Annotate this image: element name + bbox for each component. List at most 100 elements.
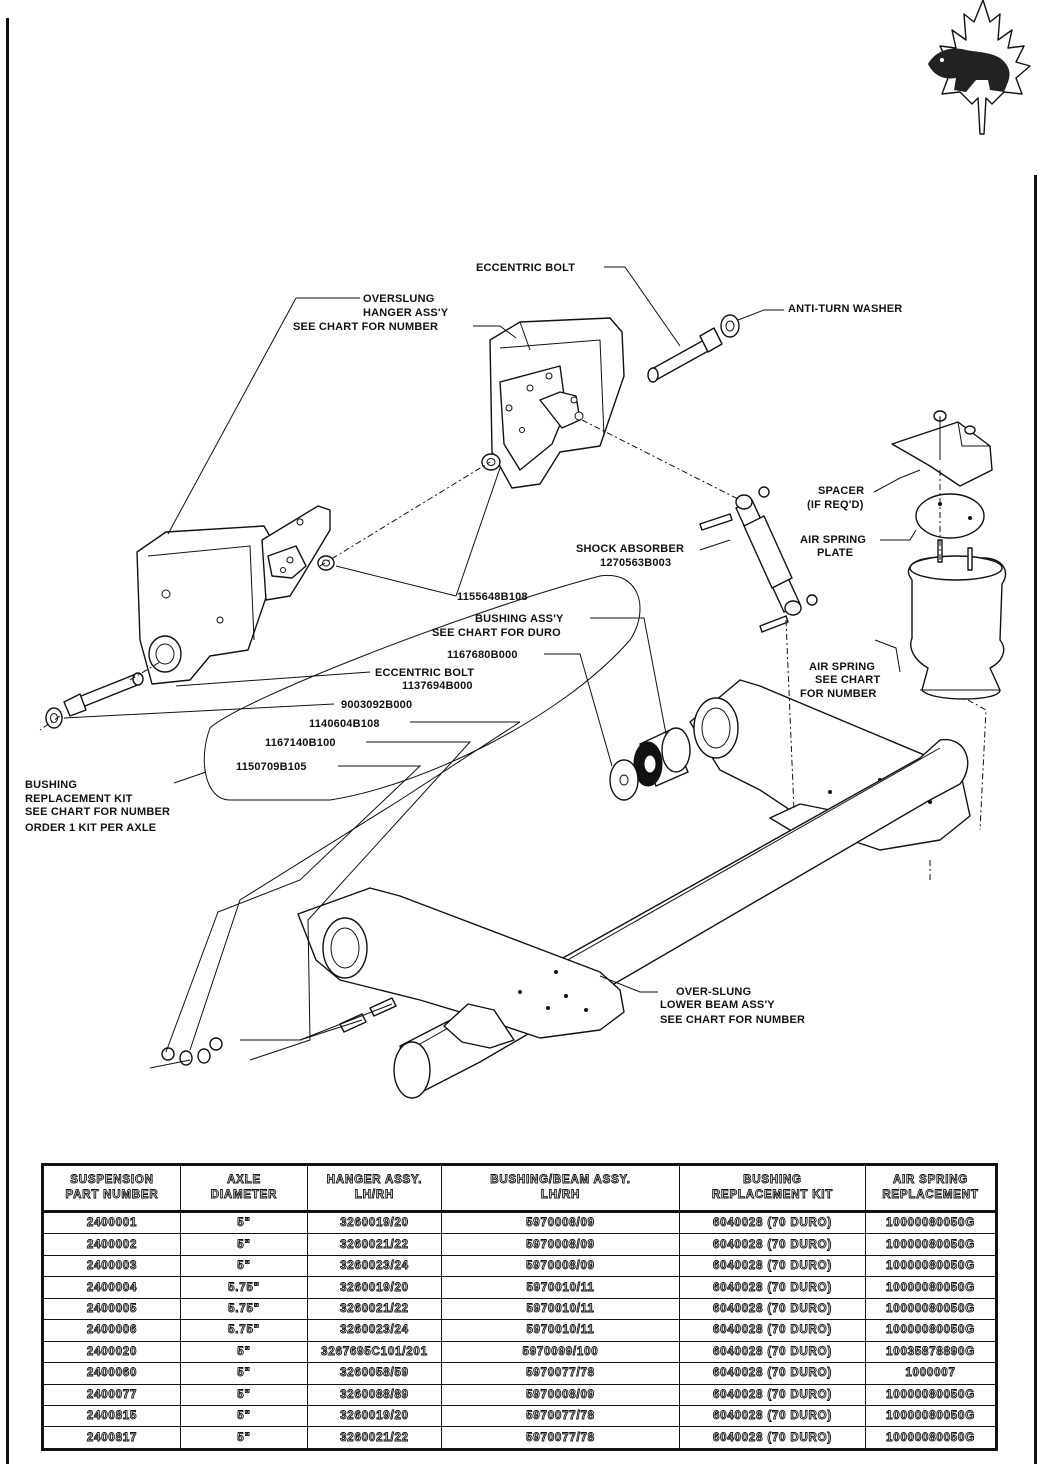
cell: 10000080050G	[865, 1254, 997, 1278]
label-air-spring-plate-2: PLATE	[817, 547, 853, 559]
cell: 2400004	[42, 1276, 181, 1299]
label-air-spring-3: FOR NUMBER	[800, 688, 877, 700]
cell: 3260019/20	[307, 1404, 442, 1428]
cell: 5970010/11	[441, 1297, 680, 1321]
cell: 2400002	[42, 1233, 181, 1256]
header-bushing-beam-assy: BUSHING/BEAM ASSY.LH/RH	[441, 1164, 680, 1213]
label-spacer-2: (IF REQ'D)	[807, 499, 864, 511]
cell: 5970008/09	[441, 1233, 680, 1256]
cell: 5"	[180, 1362, 308, 1385]
label-overslung-hanger-1: OVERSLUNG	[363, 293, 434, 305]
page-frame-left	[6, 18, 9, 1464]
label-lower-beam-1: OVER-SLUNG	[676, 986, 751, 998]
cell: 2400003	[42, 1254, 181, 1278]
overslung-hanger-lower	[136, 505, 331, 685]
cell: 2400077	[42, 1383, 181, 1406]
assembly-centerlines	[39, 419, 987, 880]
label-spacer-1: SPACER	[818, 485, 864, 497]
label-air-spring-2: SEE CHART	[815, 674, 880, 686]
cell: 2400020	[42, 1340, 181, 1364]
label-eccentric-bolt-top: ECCENTRIC BOLT	[476, 262, 575, 274]
label-eccentric-bolt-lower-1: ECCENTRIC BOLT	[375, 667, 474, 679]
cell: 3260021/22	[307, 1233, 442, 1256]
label-part-1140604: 1140604B108	[309, 718, 380, 730]
label-part-1167680: 1167680B000	[447, 649, 518, 661]
label-overslung-hanger-3: SEE CHART FOR NUMBER	[293, 321, 438, 333]
cell: 10000080050G	[865, 1297, 997, 1321]
cell: 6040028 (70 DURO)	[679, 1362, 866, 1385]
cell: 2400001	[42, 1209, 181, 1235]
label-overslung-hanger-2: HANGER ASS'Y	[363, 307, 449, 319]
cell: 5"	[180, 1340, 308, 1364]
cell: 3260023/24	[307, 1254, 442, 1278]
label-part-1155648: 1155648B108	[457, 591, 528, 603]
cell: 5"	[180, 1404, 308, 1428]
cell: 6040028 (70 DURO)	[679, 1404, 866, 1428]
eccentric-bolt-lower	[63, 672, 144, 717]
cell: 2400815	[42, 1404, 181, 1428]
cell: 6040028 (70 DURO)	[679, 1209, 866, 1235]
cell: 6040028 (70 DURO)	[679, 1297, 866, 1321]
cell: 3260058/59	[307, 1362, 442, 1385]
cell: 5970008/09	[441, 1254, 680, 1278]
cell: 10000080050G	[865, 1404, 997, 1428]
label-eccentric-bolt-lower-2: 1137694B000	[402, 680, 473, 692]
label-bushing-kit-2: REPLACEMENT KIT	[25, 793, 133, 805]
cell: 3260088/89	[307, 1383, 442, 1406]
cell: 5"	[180, 1383, 308, 1406]
cell: 5"	[180, 1233, 308, 1256]
cell: 10000080050G	[865, 1426, 997, 1450]
washer-9003092	[45, 707, 63, 729]
lower-beam-front	[297, 887, 625, 1049]
cell: 6040028 (70 DURO)	[679, 1426, 866, 1450]
page-frame-right	[1034, 175, 1037, 1464]
bushing-assembly	[633, 727, 691, 787]
cell: 5970077/78	[441, 1362, 680, 1385]
cell: 2400006	[42, 1319, 181, 1342]
cell: 6040028 (70 DURO)	[679, 1276, 866, 1299]
nut-lower-hanger	[317, 555, 335, 571]
label-part-9003092: 9003092B000	[341, 699, 412, 711]
cell: 6040028 (70 DURO)	[679, 1340, 866, 1364]
eccentric-bolt-upper	[647, 327, 723, 383]
cell: 10000080050G	[865, 1209, 997, 1235]
cell: 3260019/20	[307, 1209, 442, 1235]
shock-absorber	[699, 486, 818, 633]
cell: 2400817	[42, 1426, 181, 1450]
header-hanger-assy: HANGER ASSY.LH/RH	[307, 1164, 442, 1213]
label-shock-absorber-1: SHOCK ABSORBER	[576, 543, 684, 555]
spacer-plate	[891, 410, 993, 487]
air-spring-plate	[915, 493, 985, 539]
cell: 3260021/22	[307, 1426, 442, 1450]
cell: 5970008/09	[441, 1209, 680, 1235]
label-bushing-kit-4: ORDER 1 KIT PER AXLE	[25, 822, 156, 834]
cell: 5970077/78	[441, 1426, 680, 1450]
cell: 5970008/09	[441, 1383, 680, 1406]
leader-lines	[63, 266, 921, 1069]
cell: 5"	[180, 1426, 308, 1450]
label-anti-turn-washer: ANTI-TURN WASHER	[788, 303, 902, 315]
cell: 2400060	[42, 1362, 181, 1385]
cell: 5970077/78	[441, 1404, 680, 1428]
label-air-spring-1: AIR SPRING	[809, 661, 875, 673]
cell: 6040028 (70 DURO)	[679, 1383, 866, 1406]
cell: 2400005	[42, 1297, 181, 1321]
anti-turn-washer	[720, 314, 740, 338]
cell: 3260021/22	[307, 1297, 442, 1321]
label-bushing-assy-2: SEE CHART FOR DURO	[432, 627, 561, 639]
cell: 10000080050G	[865, 1383, 997, 1406]
cell: 3260023/24	[307, 1319, 442, 1342]
cell: 5"	[180, 1254, 308, 1278]
cell: 10000080050G	[865, 1233, 997, 1256]
